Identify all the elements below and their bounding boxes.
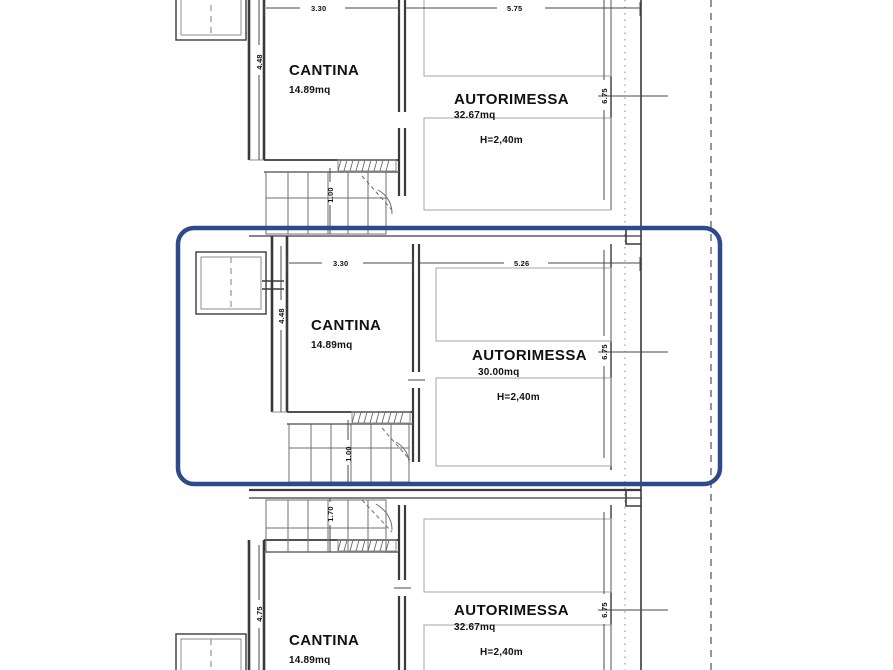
property-boundary-lines [624, 0, 712, 670]
dimension-left-vertical-bottom: 4.75 [255, 606, 264, 621]
room-height-autorimessa-bottom: H=2,40m [480, 647, 523, 658]
unit-middle-dimensions [280, 246, 668, 482]
unit-top[interactable]: CANTINA 14.89mq AUTORIMESSA 32.67mq H=2,… [175, 0, 668, 235]
room-name-autorimessa-middle: AUTORIMESSA [472, 347, 587, 364]
dimension-right-vertical-middle: 6.75 [600, 344, 609, 359]
dimension-right-vertical-bottom: 6.75 [600, 602, 609, 617]
unit-top-dimensions [258, 0, 668, 234]
dimension-top-right-middle: 5.26 [514, 259, 529, 268]
selected-unit-highlight[interactable] [175, 225, 723, 487]
unit-top-garage-outline [423, 0, 612, 211]
dimension-right-vertical-top: 6.75 [600, 88, 609, 103]
room-name-autorimessa-top: AUTORIMESSA [454, 91, 569, 108]
unit-bottom-garage-outline [423, 518, 612, 670]
room-name-cantina-top: CANTINA [289, 62, 359, 79]
unit-middle-garage-outline [435, 267, 612, 467]
room-area-cantina-middle: 14.89mq [311, 340, 352, 351]
room-name-autorimessa-bottom: AUTORIMESSA [454, 602, 569, 619]
dimension-left-vertical-top: 4.48 [255, 54, 264, 69]
dimension-top-left-middle: 3.30 [333, 259, 348, 268]
room-area-cantina-bottom: 14.89mq [289, 655, 330, 666]
dimension-top-left-top: 3.30 [311, 4, 326, 13]
room-name-cantina-bottom: CANTINA [289, 632, 359, 649]
dimension-top-right-top: 5.75 [507, 4, 522, 13]
room-area-autorimessa-top: 32.67mq [454, 110, 495, 121]
unit-bottom-landing-hatch [337, 539, 397, 552]
room-height-autorimessa-top: H=2,40m [480, 135, 523, 146]
room-area-autorimessa-bottom: 32.67mq [454, 622, 495, 633]
dimension-stair-bottom: 1.70 [326, 506, 335, 521]
unit-bottom[interactable]: CANTINA 14.89mq AUTORIMESSA 32.67mq H=2,… [175, 498, 668, 670]
dimension-stair-top: 1.00 [326, 187, 335, 202]
room-area-autorimessa-middle: 30.00mq [478, 367, 519, 378]
room-name-cantina-middle: CANTINA [311, 317, 381, 334]
unit-middle[interactable]: CANTINA 14.89mq AUTORIMESSA 30.00mq H=2,… [195, 236, 668, 483]
party-wall-middle-bottom [249, 488, 641, 507]
dimension-stair-middle: 1.00 [344, 446, 353, 461]
unit-top-landing-hatch [337, 159, 397, 172]
unit-bottom-staircase [265, 499, 397, 553]
unit-middle-landing-hatch [351, 411, 411, 424]
dimension-left-vertical-middle: 4.48 [277, 308, 286, 323]
unit-bottom-dimensions [258, 498, 668, 670]
unit-top-staircase [265, 159, 397, 235]
room-height-autorimessa-middle: H=2,40m [497, 392, 540, 403]
room-area-cantina-top: 14.89mq [289, 85, 330, 96]
